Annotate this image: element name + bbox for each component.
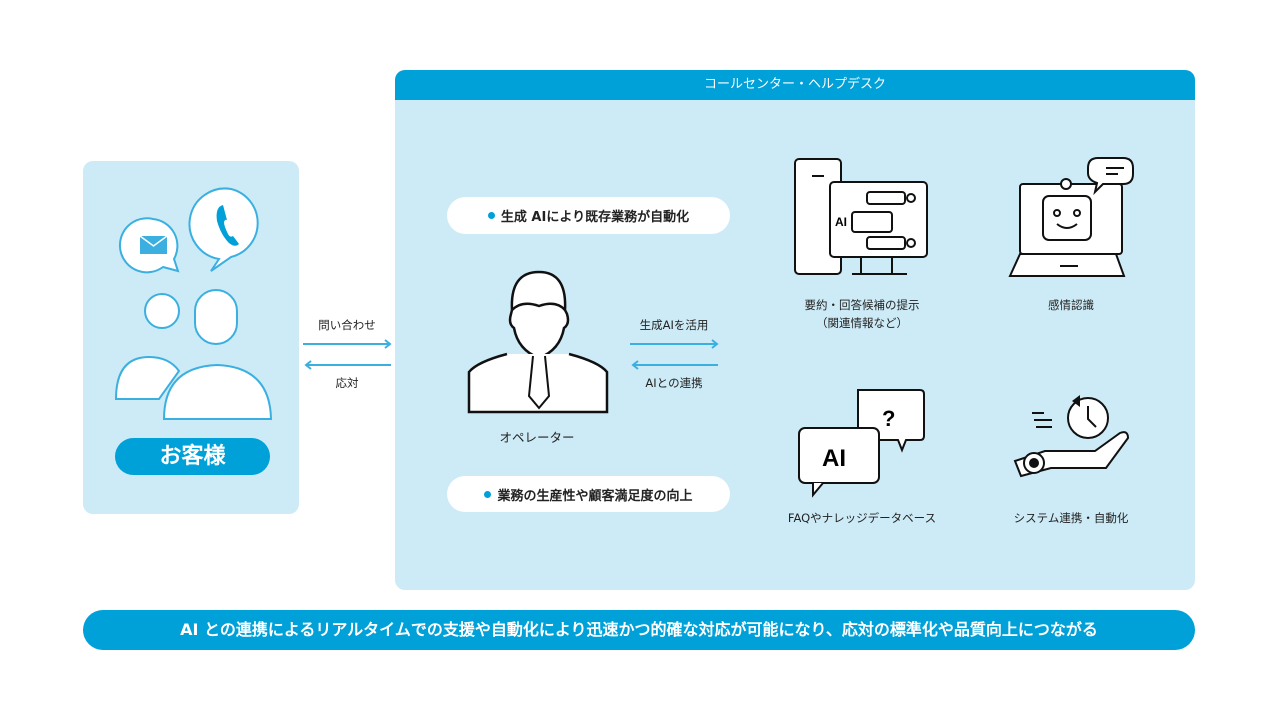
response-label: 応対 bbox=[335, 376, 359, 390]
pill-automation-text: 生成 AIにより既存業務が自動化 bbox=[500, 210, 690, 225]
ai-link-label: AIとの連携 bbox=[645, 376, 703, 390]
pill-productivity-text: 業務の生産性や顧客満足度の向上 bbox=[497, 488, 693, 504]
arrow-right-icon bbox=[630, 339, 719, 349]
feature-faq-label: FAQやナレッジデータベース bbox=[787, 511, 937, 525]
pill-automation: 生成 AIにより既存業務が自動化 bbox=[447, 197, 730, 234]
operator-label: オペレーター bbox=[499, 430, 575, 445]
operator-icon bbox=[467, 270, 609, 414]
customers-icon bbox=[114, 289, 273, 420]
ai-summary-computer-icon: AI bbox=[794, 158, 928, 275]
svg-text:AI: AI bbox=[835, 215, 847, 229]
robot-hand-clock-icon bbox=[1013, 395, 1130, 478]
inquiry-label: 問い合わせ bbox=[318, 318, 376, 332]
customer-badge: お客様 bbox=[115, 438, 270, 475]
call-center-title: コールセンター・ヘルプデスク bbox=[395, 70, 1195, 100]
mail-bubble-icon bbox=[118, 217, 180, 274]
summary-banner: AI との連携によるリアルタイムでの支援や自動化により迅速かつ的確な対応が可能に… bbox=[83, 610, 1195, 650]
feature-system-label: システム連携・自動化 bbox=[1013, 511, 1129, 525]
feature-emotion-label: 感情認識 bbox=[1048, 298, 1094, 312]
feature-summary-label: 要約・回答候補の提示（関連情報など） bbox=[804, 298, 920, 330]
arrow-left-icon bbox=[304, 360, 391, 370]
faq-ai-bubble-icon: ? AI bbox=[798, 389, 925, 498]
phone-bubble-icon bbox=[188, 187, 259, 272]
pill-productivity: 業務の生産性や顧客満足度の向上 bbox=[447, 476, 730, 512]
emotion-robot-laptop-icon bbox=[1008, 157, 1134, 277]
svg-text:?: ? bbox=[882, 406, 895, 431]
bullet-icon bbox=[487, 212, 495, 219]
arrow-right-icon bbox=[303, 339, 392, 349]
bullet-icon bbox=[484, 490, 492, 498]
svg-text:AI: AI bbox=[822, 445, 846, 472]
arrow-left-icon bbox=[631, 360, 718, 370]
use-ai-label: 生成AIを活用 bbox=[639, 318, 709, 332]
call-center-panel: コールセンター・ヘルプデスク 生成 AIにより既存業務が自動化 業務の生産性や顧… bbox=[395, 70, 1195, 590]
